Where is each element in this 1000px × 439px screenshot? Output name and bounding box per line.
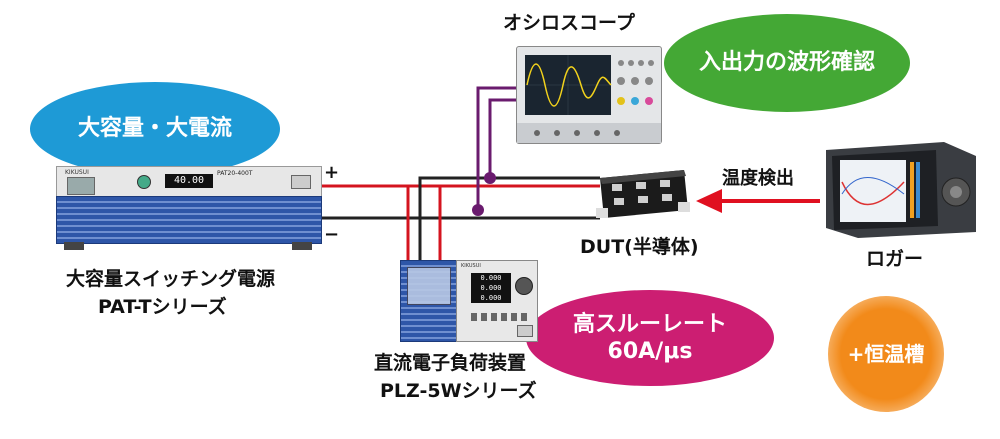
- load-left-panel: [400, 260, 458, 342]
- load-power-switch: [517, 325, 533, 337]
- logger-label: ロガー: [866, 248, 924, 270]
- capacity-bubble-text: 大容量・大電流: [77, 116, 232, 142]
- psu-power-switch: [291, 175, 311, 189]
- temp-arrow-head: [696, 189, 722, 213]
- waveform-bubble-text: 入出力の波形確認: [698, 50, 875, 76]
- plus-terminal-label: +: [324, 162, 340, 183]
- temp-detect-label: 温度検出: [722, 168, 794, 189]
- psu-model: PAT20-400T: [217, 170, 253, 177]
- psu-brand: KIKUSUI: [65, 169, 89, 176]
- electronic-load-device: KIKUSUI 0.000 0.000 0.000: [400, 260, 538, 342]
- capacity-bubble: 大容量・大電流: [30, 82, 280, 176]
- load-brand: KIKUSUI: [461, 263, 481, 269]
- load-label-line1: 直流電子負荷装置: [374, 352, 527, 374]
- load-terminal-cover: [407, 267, 451, 305]
- psu-display: 40.00: [165, 174, 213, 188]
- chamber-bubble: +恒温槽: [828, 296, 944, 412]
- load-reading-2: 0.000: [480, 284, 502, 292]
- load-knob-icon: [515, 277, 533, 295]
- load-negative-wire-2: [418, 176, 600, 262]
- psu-label-line2: PAT-Tシリーズ: [98, 296, 227, 318]
- load-reading-3: 0.000: [480, 294, 502, 302]
- chamber-bubble-text: +恒温槽: [847, 341, 925, 366]
- scope-probe-2: [476, 86, 516, 210]
- psu-foot-right: [292, 242, 312, 250]
- load-label-line2: PLZ-5Wシリーズ: [380, 380, 537, 402]
- power-supply-device: KIKUSUI 40.00 PAT20-400T: [56, 166, 322, 250]
- dut-label: DUT(半導体): [580, 236, 699, 258]
- load-display: 0.000 0.000 0.000: [471, 273, 511, 303]
- logger-device: [826, 142, 976, 238]
- logger-graphic: [826, 142, 976, 238]
- psu-knob-icon: [137, 175, 151, 189]
- waveform-bubble: 入出力の波形確認: [664, 14, 910, 112]
- load-reading-1: 0.000: [480, 274, 502, 282]
- minus-terminal-label: −: [324, 224, 340, 245]
- dut-graphic: [596, 170, 690, 218]
- psu-foot-left: [64, 242, 84, 250]
- waveform-trace: [526, 63, 612, 107]
- load-buttons: [471, 313, 527, 321]
- psu-body: [56, 196, 322, 244]
- oscilloscope-screen: [517, 55, 661, 143]
- slew-rate-bubble: 高スルーレート 60A/μs: [526, 290, 774, 386]
- dut-module: [596, 168, 690, 220]
- psu-label-line1: 大容量スイッチング電源: [66, 268, 276, 290]
- slew-rate-line1: 高スルーレート: [572, 311, 727, 337]
- slew-rate-line2: 60A/μs: [607, 339, 693, 364]
- scope-probe-1: [488, 98, 516, 178]
- probe-node-1: [484, 172, 496, 184]
- probe-node-2: [472, 204, 484, 216]
- logger-trace: [841, 181, 905, 206]
- psu-front-panel: KIKUSUI 40.00 PAT20-400T: [56, 166, 322, 198]
- load-front-panel: KIKUSUI 0.000 0.000 0.000: [456, 260, 538, 342]
- psu-vent-left: [67, 177, 95, 195]
- oscilloscope-label: オシロスコープ: [503, 12, 635, 34]
- oscilloscope-device: [516, 46, 662, 144]
